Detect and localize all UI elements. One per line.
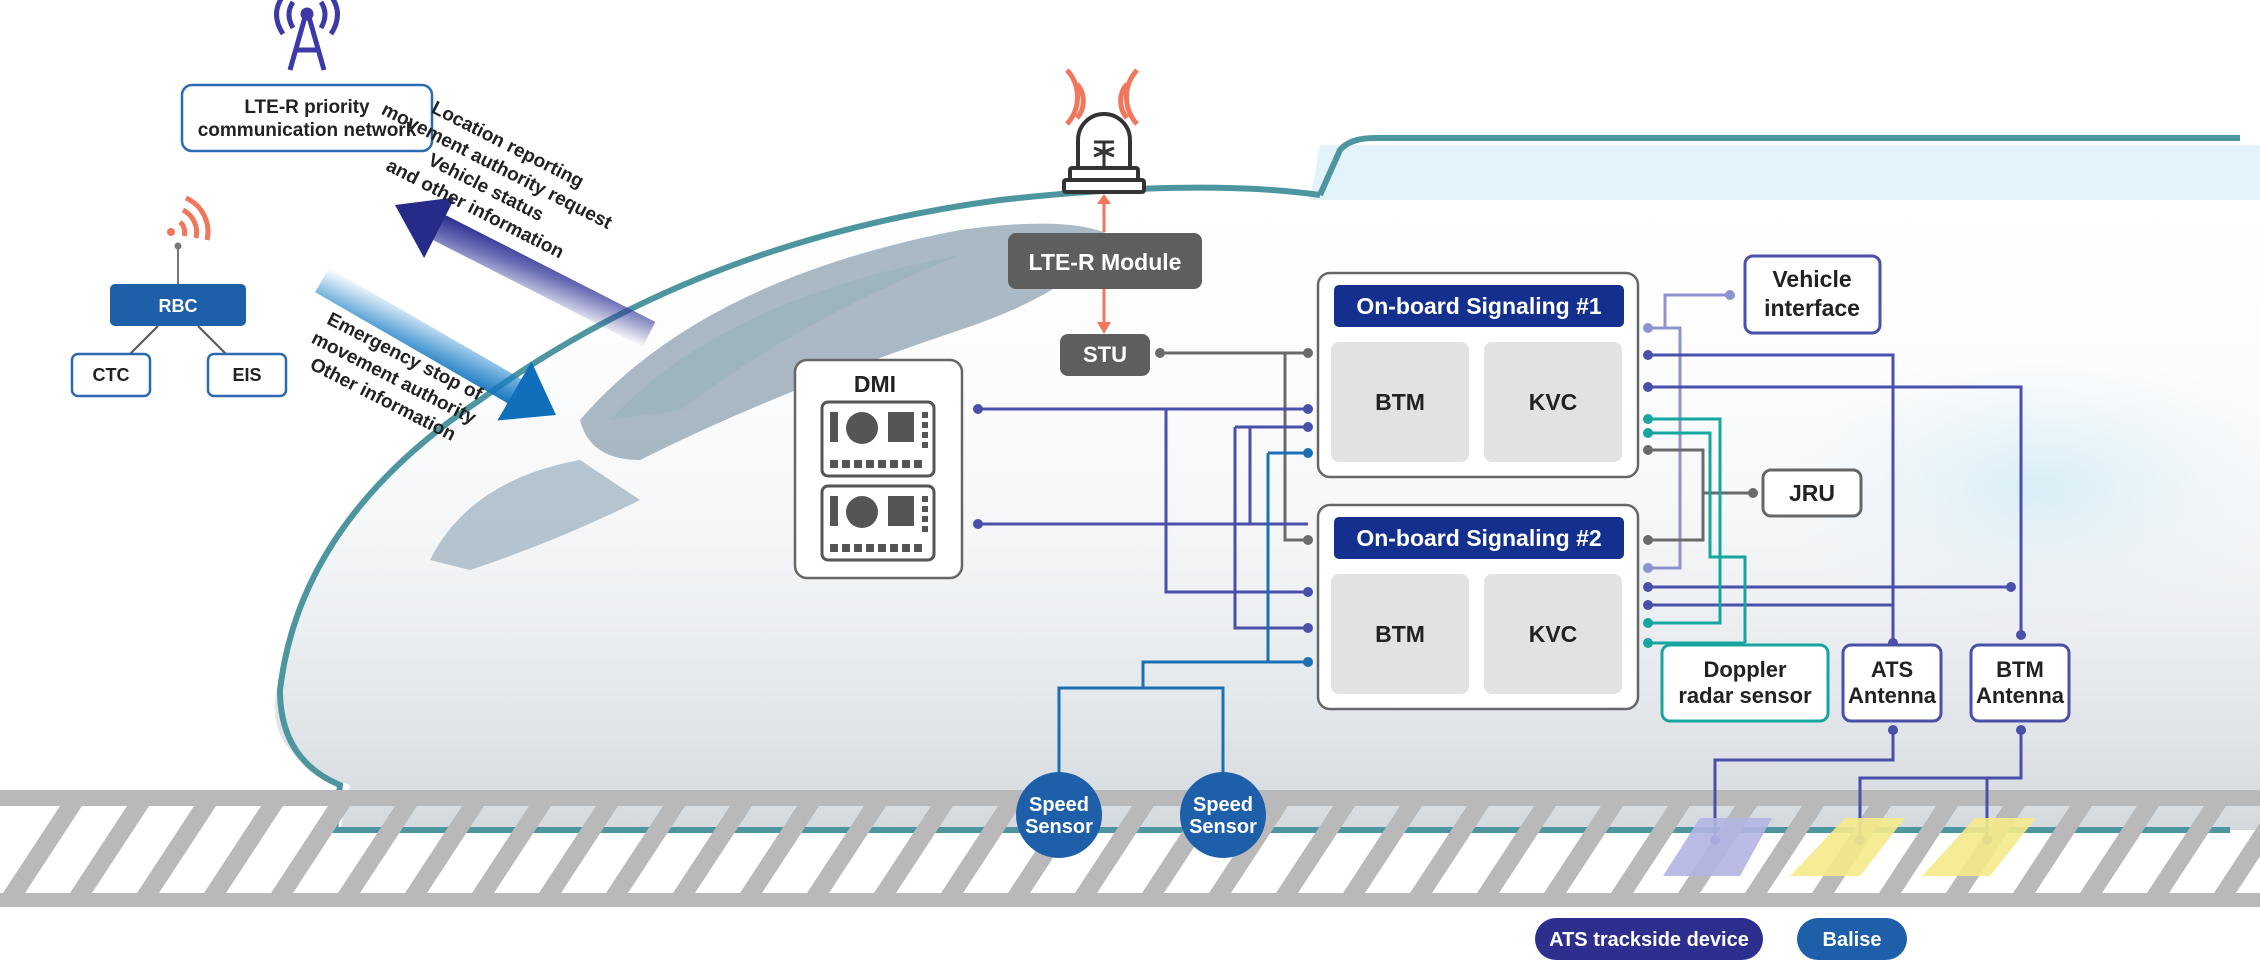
track-sleeper bbox=[2214, 822, 2260, 893]
speed-sensor-2: Speed Sensor bbox=[1180, 772, 1266, 858]
legend-balise-label: Balise bbox=[1823, 929, 1882, 951]
signaling-2-kvc: KVC bbox=[1529, 621, 1578, 647]
jru-label: JRU bbox=[1789, 480, 1835, 506]
signaling-1-btm: BTM bbox=[1375, 389, 1425, 415]
lte-r-tower-icon bbox=[274, 0, 340, 71]
rbc-antenna-dot bbox=[174, 242, 182, 250]
beacon-icon bbox=[1062, 68, 1146, 194]
track-sleeper bbox=[673, 806, 752, 893]
balise-2 bbox=[1922, 818, 2036, 876]
track-sleeper bbox=[1343, 806, 1422, 893]
speed-sensor-1-label-1: Speed bbox=[1029, 794, 1089, 816]
doppler-label-1: Doppler bbox=[1703, 657, 1787, 682]
ats-antenna-label-2: Antenna bbox=[1848, 683, 1937, 708]
rail-top bbox=[0, 790, 2260, 806]
signaling-2-btm: BTM bbox=[1375, 621, 1425, 647]
headlight-window bbox=[430, 460, 640, 570]
ats-antenna-box bbox=[1841, 643, 1943, 723]
dmi-label: DMI bbox=[854, 371, 896, 397]
btm-antenna-box bbox=[1969, 643, 2071, 723]
legend-balise bbox=[1797, 918, 1907, 960]
track-sleeper bbox=[2013, 806, 2092, 893]
track-sleeper bbox=[70, 806, 149, 893]
speed-sensor-2-label-1: Speed bbox=[1193, 794, 1253, 816]
lte-r-module-box bbox=[1008, 233, 1202, 289]
track-sleeper bbox=[271, 806, 350, 893]
doppler-radar-box bbox=[1660, 643, 1830, 723]
rbc-label: RBC bbox=[159, 296, 198, 316]
speed-sensor-1-label-2: Sensor bbox=[1025, 816, 1093, 838]
vehicle-interface-label-2: interface bbox=[1764, 295, 1860, 321]
track-sleeper bbox=[606, 806, 685, 893]
rail-bottom bbox=[0, 893, 2260, 907]
speed-sensor-1: Speed Sensor bbox=[1016, 772, 1102, 858]
track-sleeper bbox=[2147, 806, 2226, 893]
track-sleeper bbox=[874, 806, 953, 893]
signaling-2-title: On-board Signaling #2 bbox=[1356, 525, 1601, 551]
track-sleeper bbox=[204, 806, 283, 893]
beacon-link-arrow bbox=[1097, 194, 1111, 204]
signaling-1-title: On-board Signaling #1 bbox=[1356, 293, 1602, 319]
track-sleeper bbox=[2080, 806, 2159, 893]
lte-r-network-label-1: LTE-R priority bbox=[244, 97, 370, 118]
track-sleeper bbox=[137, 806, 216, 893]
stu-box bbox=[1060, 334, 1150, 376]
lte-r-module-label: LTE-R Module bbox=[1029, 249, 1182, 275]
btm-antenna-label-1: BTM bbox=[1996, 657, 2044, 682]
track-sleeper bbox=[3, 806, 82, 893]
lte-r-network-label-2: communication network bbox=[198, 120, 417, 141]
ats-trackside-device bbox=[1663, 818, 1772, 876]
onboard-signaling-1: On-board Signaling #1 BTM KVC bbox=[1316, 271, 1640, 479]
track-sleeper bbox=[1410, 806, 1489, 893]
jru-box bbox=[1761, 468, 1863, 518]
track-sleeper bbox=[539, 806, 618, 893]
connection-wires bbox=[978, 293, 2023, 840]
roof-band bbox=[1310, 145, 2260, 200]
windshield bbox=[580, 223, 1110, 460]
btm-antenna-label-2: Antenna bbox=[1976, 683, 2065, 708]
ctc-box bbox=[70, 352, 152, 398]
track-sleeper bbox=[1477, 806, 1556, 893]
track-sleeper bbox=[941, 806, 1020, 893]
rbc-wifi-icon bbox=[167, 195, 211, 241]
module-stu-arrow bbox=[1097, 322, 1111, 334]
stu-label: STU bbox=[1083, 342, 1127, 367]
dmi-screen-2 bbox=[820, 484, 936, 562]
track-sleeper bbox=[405, 806, 484, 893]
track-sleeper bbox=[1879, 806, 1958, 893]
roof-line bbox=[1317, 135, 2240, 197]
legend-ats-trackside-label: ATS trackside device bbox=[1549, 929, 1749, 951]
track-sleeper bbox=[338, 806, 417, 893]
rbc-box bbox=[110, 284, 246, 326]
downlink-arrow bbox=[315, 267, 556, 421]
track-sleeper bbox=[1611, 806, 1690, 893]
dmi-screen-1 bbox=[820, 400, 936, 478]
rbc-links bbox=[129, 325, 227, 355]
speed-sensor-2-label-2: Sensor bbox=[1189, 816, 1257, 838]
windshield-reflection bbox=[610, 255, 960, 420]
legend-ats-trackside bbox=[1535, 918, 1763, 960]
onboard-signaling-2: On-board Signaling #2 BTM KVC bbox=[1316, 503, 1640, 711]
track-sleeper bbox=[1276, 806, 1355, 893]
vehicle-interface-label-1: Vehicle bbox=[1772, 266, 1851, 292]
wire-nodes bbox=[973, 290, 2026, 845]
track-sleeper bbox=[1544, 806, 1623, 893]
track-sleeper bbox=[1745, 806, 1824, 893]
track-sleeper bbox=[1075, 806, 1154, 893]
doppler-label-2: radar sensor bbox=[1678, 683, 1812, 708]
ctc-label: CTC bbox=[93, 365, 130, 385]
eis-label: EIS bbox=[232, 365, 261, 385]
uplink-arrow bbox=[395, 197, 656, 347]
lte-r-network-box bbox=[180, 83, 434, 153]
track-sleeper bbox=[807, 806, 886, 893]
balise-1 bbox=[1790, 818, 1905, 876]
eis-box bbox=[206, 352, 288, 398]
signaling-1-kvc: KVC bbox=[1529, 389, 1578, 415]
track-sleeper bbox=[740, 806, 819, 893]
vehicle-interface-box bbox=[1743, 254, 1882, 335]
ats-antenna-label-1: ATS bbox=[1871, 657, 1913, 682]
track-sleeper bbox=[472, 806, 551, 893]
